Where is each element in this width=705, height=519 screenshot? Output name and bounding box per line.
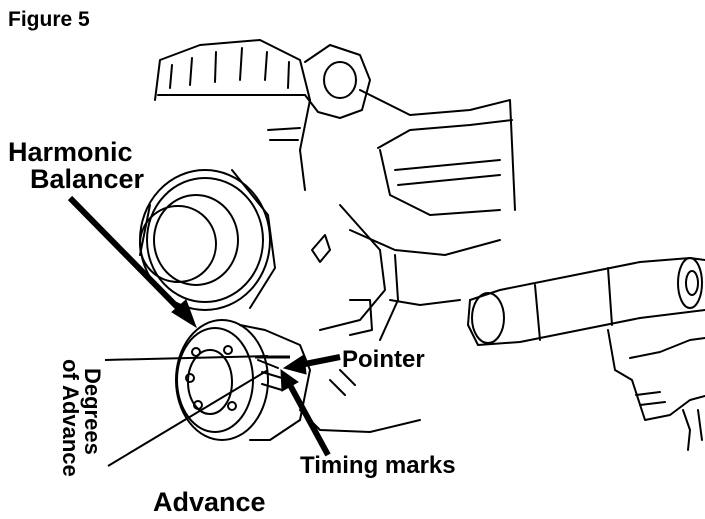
harmonic-balancer-leader [67, 195, 191, 321]
degrees-leader-bottom [107, 369, 269, 467]
figure-title: Figure 5 [8, 8, 90, 31]
timing-marks-label: Timing marks [300, 452, 456, 479]
degrees-label-line2: of Advance [58, 359, 83, 477]
harmonic-balancer-label-line1: Harmonic [8, 137, 133, 167]
timing-marks-leader [287, 383, 331, 457]
degrees-label-line1: Degrees [80, 368, 105, 455]
advance-label: Advance [153, 487, 266, 517]
timing-marks-arrowhead [280, 369, 299, 392]
harmonic-balancer [175, 319, 311, 441]
pointer-arrowhead [282, 354, 307, 375]
harmonic-balancer-arrowhead [171, 299, 197, 329]
engine-block-illustration [154, 39, 516, 433]
degrees-leader-top [104, 355, 269, 361]
pointer-leader [299, 354, 341, 368]
pulley [139, 169, 276, 311]
timing-light [467, 257, 705, 451]
pointer-label: Pointer [342, 346, 425, 373]
harmonic-balancer-label-line2: Balancer [30, 164, 145, 194]
